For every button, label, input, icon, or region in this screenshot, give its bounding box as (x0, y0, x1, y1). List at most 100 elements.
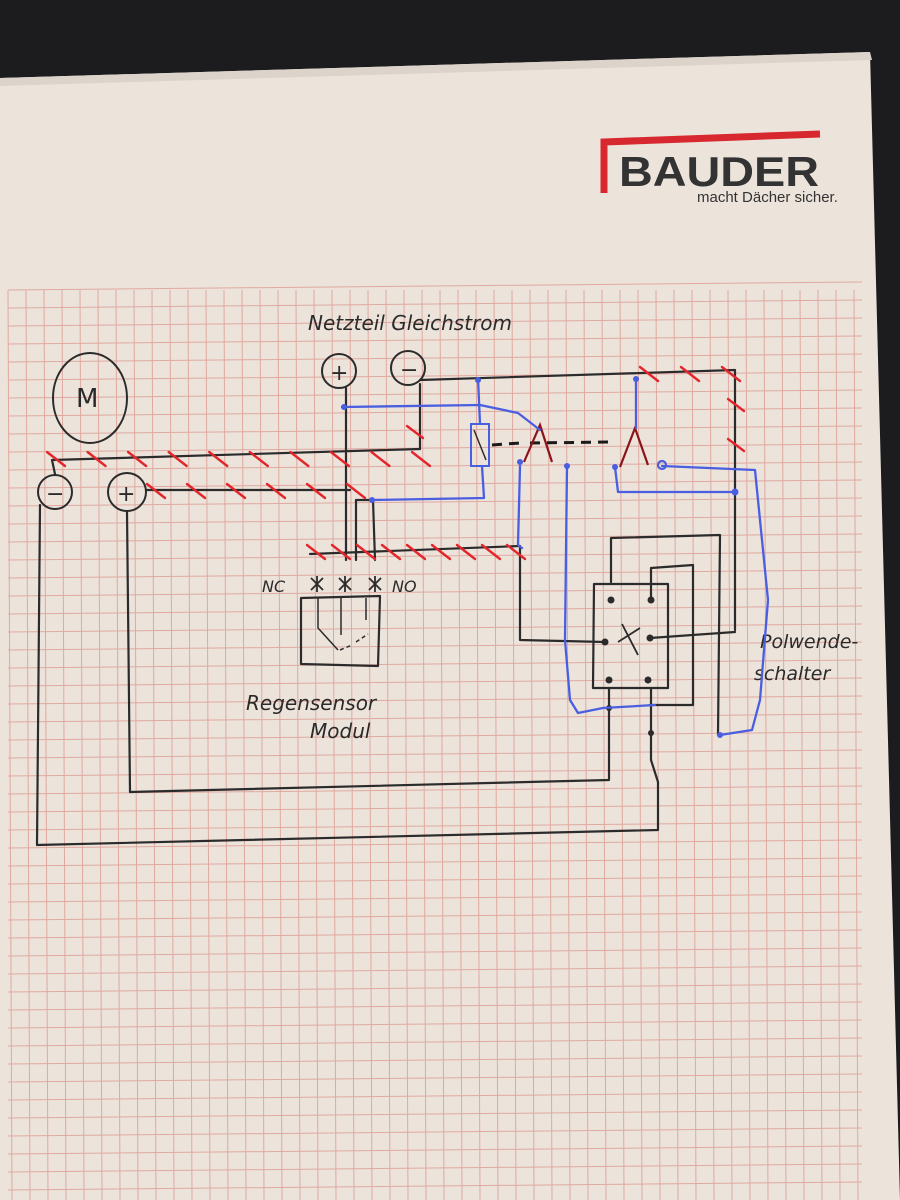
grid-line (7, 857, 863, 867)
hatch-mark (370, 450, 391, 468)
grid-line (421, 289, 427, 1200)
hatch-mark (726, 397, 746, 413)
grid-line (7, 713, 863, 723)
grid-line (7, 497, 863, 507)
grid-line (7, 677, 863, 687)
hatch-mark (45, 450, 67, 468)
grid-line (835, 289, 841, 1200)
grid-line (817, 289, 823, 1200)
sensor-label-line1: Regensensor (246, 691, 378, 715)
grid-line (151, 289, 157, 1200)
blue-wiring (340, 376, 770, 737)
svg-text:−: − (46, 482, 64, 507)
hatch-mark (289, 450, 310, 468)
grid-line (187, 289, 193, 1200)
nc-label: NC (262, 577, 286, 596)
paper-shadow-edge (0, 52, 872, 86)
hatch-mark (505, 543, 527, 561)
hatch-mark (208, 450, 229, 468)
hatch-mark (329, 450, 351, 468)
logo-tagline: macht Dächer sicher. (697, 189, 838, 206)
grid-line (655, 289, 661, 1200)
grid-line (7, 1073, 863, 1083)
grid-line (7, 947, 863, 957)
grid-line (7, 965, 863, 975)
psu-title: Netzteil Gleichstrom (308, 311, 512, 335)
psu-plus-terminal: + (321, 353, 357, 389)
hatch-mark (145, 482, 167, 500)
no-label: NO (392, 577, 417, 596)
hatch-mark (380, 543, 402, 561)
hatch-mark (679, 365, 701, 383)
hatch-mark (430, 543, 452, 561)
pole-reversing-switch (601, 596, 655, 736)
hatch-mark (225, 482, 247, 500)
svg-text:+: + (330, 361, 348, 386)
grid-line (7, 371, 863, 381)
grid-line (331, 289, 337, 1200)
grid-line (367, 289, 373, 1200)
hatch-mark (726, 437, 746, 453)
grid-line (7, 749, 863, 759)
switch-label-line1: Polwende- (760, 631, 858, 653)
hatch-mark (410, 450, 432, 468)
grid-line (205, 289, 211, 1200)
grid-line (7, 785, 863, 795)
grid-line (7, 1181, 863, 1191)
hatch-mark (345, 482, 367, 500)
hatch-mark (126, 450, 148, 468)
relay-linkage (491, 440, 613, 447)
svg-text:−: − (400, 358, 418, 383)
motor: M (52, 352, 128, 444)
hatch-mark (720, 365, 742, 383)
hatch-mark (265, 482, 287, 500)
grid-line (7, 1109, 863, 1119)
grid-line (133, 289, 139, 1200)
grid-line (277, 289, 283, 1200)
grid-line (7, 299, 863, 309)
grid-line (25, 289, 31, 1200)
paper-sheet (0, 52, 900, 1200)
hatch-mark (355, 543, 377, 561)
grid-line (7, 911, 863, 921)
black-wiring (35, 368, 737, 847)
switch-label-line2: schalter (754, 663, 831, 685)
grid-line (7, 335, 863, 345)
hatch-mark (405, 543, 427, 561)
grid-line (7, 803, 863, 813)
grid-line (439, 289, 445, 1200)
grid-line (7, 289, 13, 1200)
hatch-mark (405, 424, 425, 440)
grid-line (781, 289, 787, 1200)
grid-line (7, 1163, 863, 1173)
grid-line (709, 289, 715, 1200)
grid-line (385, 289, 391, 1200)
grid-line (7, 821, 863, 831)
hatch-mark (248, 450, 269, 468)
grid-line (313, 289, 319, 1200)
grid-line (61, 289, 67, 1200)
grid-line (7, 1001, 863, 1011)
grid-line (799, 289, 805, 1200)
grid-line (7, 1019, 863, 1029)
grid-line (7, 515, 863, 525)
grid-line (7, 929, 863, 939)
grid-line (7, 767, 863, 777)
grid-line (43, 289, 49, 1200)
grid-line (763, 289, 769, 1200)
hatch-mark (330, 543, 352, 561)
psu-minus-terminal: − (390, 350, 426, 386)
hatch-mark (305, 543, 327, 561)
grid-line (403, 289, 409, 1200)
hatch-mark (455, 543, 477, 561)
grid-line (727, 289, 733, 1200)
grid-line (7, 1037, 863, 1047)
grid-line (493, 289, 499, 1200)
grid-line (691, 289, 697, 1200)
grid-line (7, 983, 863, 993)
grid-line (349, 289, 355, 1200)
grid-line (7, 407, 863, 417)
hatch-mark (305, 482, 327, 500)
hatch-mark (638, 365, 660, 383)
